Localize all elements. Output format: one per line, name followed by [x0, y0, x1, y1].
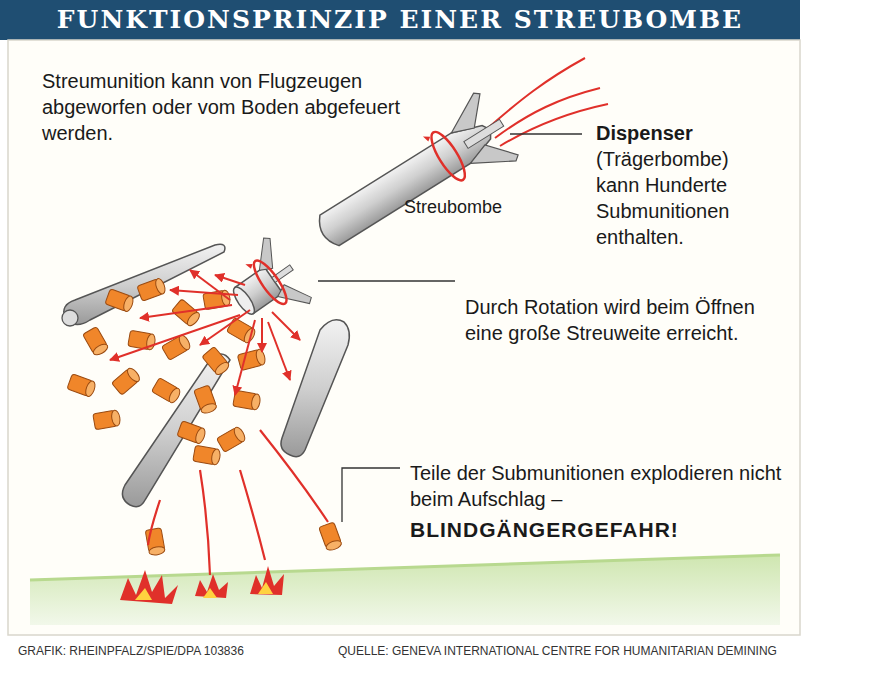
submunition [83, 326, 110, 357]
spread-arrow [268, 322, 290, 380]
explosion-cores [135, 582, 273, 600]
submunition [216, 426, 247, 453]
spread-arrow [261, 318, 263, 352]
spread-arrow [272, 312, 300, 340]
submunition [194, 385, 218, 415]
submunition [319, 522, 343, 552]
trajectories [148, 430, 328, 575]
callout-heading: Dispenser [596, 120, 693, 146]
source: QUELLE: GENEVA INTERNATIONAL CENTRE FOR … [338, 644, 777, 660]
callout-text: Teile der Submunitionen explodieren nich… [410, 460, 795, 512]
warning-text: BLINDGÄNGERGEFAHR! [410, 516, 679, 543]
submunition [128, 330, 156, 350]
submunition [202, 346, 231, 376]
submunition [193, 445, 221, 465]
submunition [151, 378, 182, 405]
title: FUNKTIONSPRINZIP EINER STREUBOMBE [0, 0, 800, 40]
ground-edge [30, 555, 780, 580]
submunition [137, 277, 167, 301]
credit: GRAFIK: RHEINPFALZ/SPIE/DPA 103836 [18, 644, 244, 660]
submunition [233, 390, 261, 410]
explosions [120, 566, 284, 604]
spread-arrow [110, 315, 240, 360]
ground [30, 555, 780, 625]
spread-arrow [200, 310, 250, 345]
spread-arrow [215, 275, 245, 285]
spread-arrow [140, 305, 232, 318]
intro-text: Streumunition kann von Flugzeugen abgewo… [42, 68, 422, 146]
submunition [111, 366, 141, 395]
motion-lines [488, 58, 608, 146]
shell-halves [62, 244, 349, 506]
spread-arrow [190, 270, 230, 300]
panel [8, 40, 800, 635]
spread-arrow [235, 320, 255, 395]
callout-text: Durch Rotation wird beim Öffnen eine gro… [465, 294, 765, 346]
spread-arrow [170, 290, 238, 295]
submunition [67, 374, 97, 398]
tail-section [216, 235, 314, 337]
part-label: Streubombe [404, 196, 502, 219]
spread-arrows [110, 270, 300, 395]
submunition [105, 289, 135, 313]
submunition [93, 410, 121, 430]
submunition [177, 421, 207, 445]
callout-text: (Trägerbombe) kann Hunderte Submunitione… [596, 146, 766, 250]
title-bar [0, 0, 800, 40]
